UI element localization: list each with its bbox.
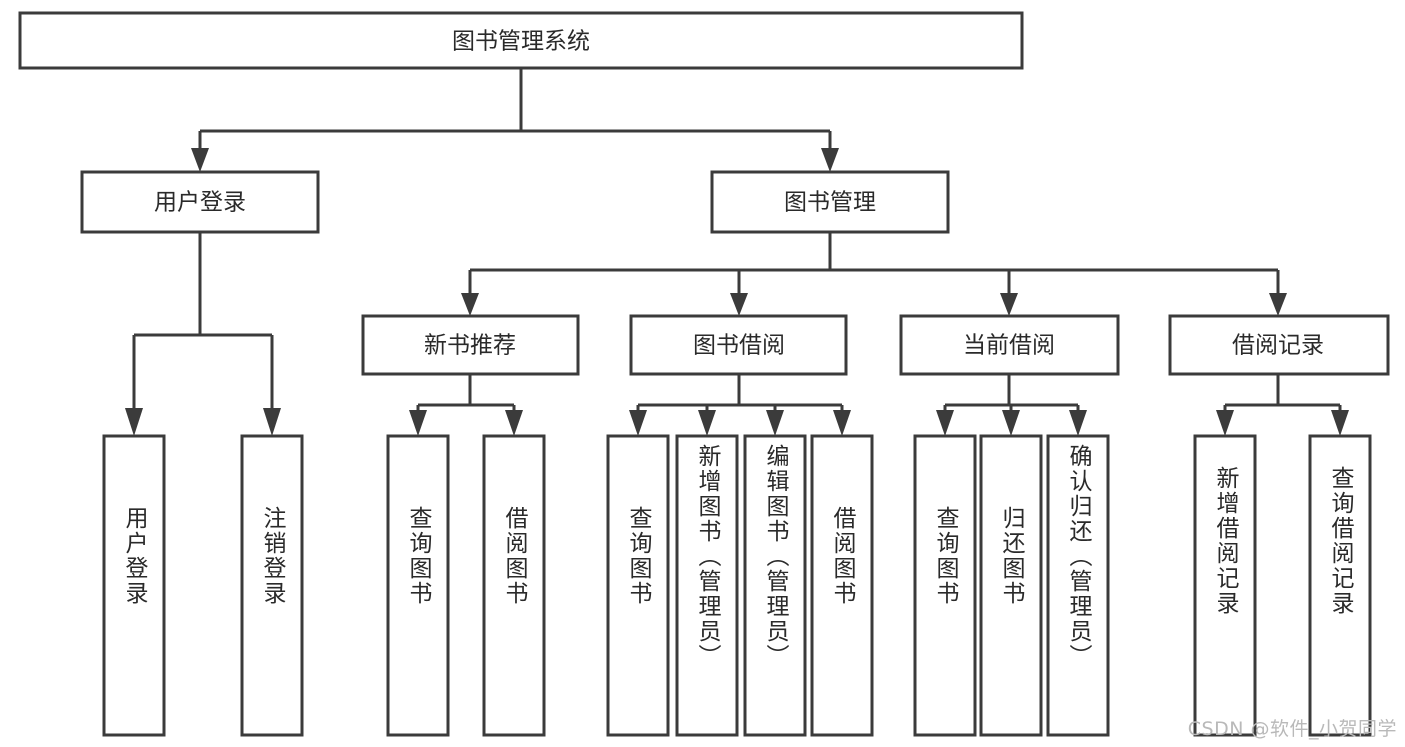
arrow-head-leaf-record-1 bbox=[1216, 410, 1234, 436]
node-box-leaf-borrow-3[interactable] bbox=[743, 434, 807, 737]
node-box-leaf-borrow-4[interactable] bbox=[810, 434, 874, 737]
arrow-head-leaf-current-1 bbox=[936, 410, 954, 436]
arrow-head-book-borrow bbox=[730, 293, 748, 316]
node-box-leaf-recommend-2[interactable] bbox=[482, 434, 546, 737]
node-box-book-borrow[interactable] bbox=[629, 314, 848, 376]
label-borrow-record: 借阅记录 bbox=[1232, 333, 1324, 359]
arrow-head-borrow-record bbox=[1269, 293, 1287, 316]
node-box-leaf-recommend-1[interactable] bbox=[386, 434, 450, 737]
node-box-borrow-record[interactable] bbox=[1168, 314, 1390, 376]
node-box-user-login[interactable] bbox=[80, 170, 320, 234]
arrow-head-new-book-recommend bbox=[461, 293, 479, 316]
arrow-head-leaf-borrow-2 bbox=[698, 410, 716, 436]
arrow-head-leaf-borrow-1 bbox=[629, 410, 647, 436]
label-root: 图书管理系统 bbox=[452, 29, 590, 55]
label-current-borrow: 当前借阅 bbox=[963, 333, 1055, 359]
arrow-head-current-borrow bbox=[1000, 293, 1018, 316]
arrow-head-leaf-current-2 bbox=[1002, 410, 1020, 436]
label-layer-horizontal: 图书管理系统 用户登录 图书管理 新书推荐 图书借阅 当前借阅 借阅记录 bbox=[154, 29, 1324, 359]
watermark-text: CSDN @软件_小贺同学 bbox=[1187, 718, 1397, 740]
arrow-head-leaf-borrow-3 bbox=[766, 410, 784, 436]
arrow-head-leaf-recommend-1 bbox=[409, 410, 427, 436]
node-box-leaf-current-3[interactable] bbox=[1046, 434, 1110, 737]
node-box-leaf-borrow-2[interactable] bbox=[675, 434, 739, 737]
node-box-leaf-user-login-2[interactable] bbox=[240, 434, 304, 737]
node-box-root[interactable] bbox=[18, 11, 1024, 70]
arrow-head-leaf-recommend-2 bbox=[505, 410, 523, 436]
arrow-head-leaf-user-login-1 bbox=[125, 408, 143, 436]
arrow-head-leaf-record-2 bbox=[1331, 410, 1349, 436]
label-new-book-recommend: 新书推荐 bbox=[424, 333, 516, 359]
node-box-new-book-recommend[interactable] bbox=[361, 314, 580, 376]
node-box-leaf-record-1[interactable] bbox=[1193, 434, 1257, 737]
node-box-leaf-user-login-1[interactable] bbox=[102, 434, 166, 737]
node-box-leaf-borrow-1[interactable] bbox=[606, 434, 670, 737]
node-box-current-borrow[interactable] bbox=[899, 314, 1120, 376]
label-book-borrow: 图书借阅 bbox=[693, 333, 785, 359]
arrow-head-bookmgmt bbox=[821, 148, 839, 172]
node-box-leaf-current-1[interactable] bbox=[913, 434, 977, 737]
node-box-book-management[interactable] bbox=[710, 170, 950, 234]
label-book-management: 图书管理 bbox=[784, 190, 876, 216]
arrow-head-leaf-user-login-2 bbox=[263, 408, 281, 436]
label-user-login: 用户登录 bbox=[154, 190, 246, 216]
arrow-head-leaf-current-3 bbox=[1069, 410, 1087, 436]
arrow-head-userlogin bbox=[191, 148, 209, 172]
connector-layer bbox=[125, 68, 1349, 436]
node-box-leaf-record-2[interactable] bbox=[1308, 434, 1372, 737]
arrow-head-leaf-borrow-4 bbox=[833, 410, 851, 436]
box-layer bbox=[18, 11, 1390, 737]
node-box-leaf-current-2[interactable] bbox=[979, 434, 1043, 737]
